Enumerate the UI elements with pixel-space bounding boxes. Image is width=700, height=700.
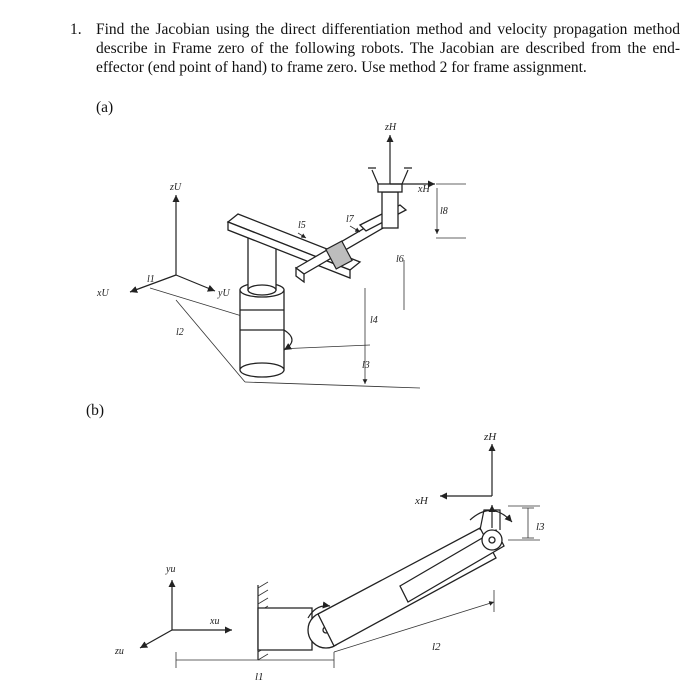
label-l1: l1: [147, 274, 155, 285]
question-block: 1. Find the Jacobian using the direct di…: [70, 20, 680, 77]
robot-b-end-frame: zH xH: [414, 431, 497, 507]
robot-a-diagram: zU xU yU l1 l2: [96, 122, 466, 389]
robot-a-column: [239, 234, 293, 378]
label-l3: l3: [362, 360, 370, 371]
part-a-label: (a): [96, 99, 114, 116]
robot-b-base-frame: yu xu zu: [114, 564, 232, 657]
label-l8: l8: [440, 206, 448, 217]
label-xu: xu: [209, 616, 219, 627]
label-l4: l4: [370, 315, 378, 326]
label-xU: xU: [96, 288, 109, 299]
robot-b-link2: [317, 505, 513, 647]
label-l2-b: l2: [432, 641, 441, 653]
question-text: Find the Jacobian using the direct diffe…: [96, 21, 680, 76]
part-b-label: (b): [86, 402, 105, 419]
robot-a-base-frame: zU xU yU: [96, 182, 230, 299]
robot-b-diagram: yu xu zu zH: [114, 431, 545, 683]
label-l2: l2: [176, 327, 184, 338]
label-zH: zH: [384, 122, 397, 133]
label-yu: yu: [165, 564, 175, 575]
label-zU: zU: [169, 182, 182, 193]
robot-b-dim-l3: l3: [508, 505, 545, 541]
robot-a-arm: [226, 204, 408, 284]
robot-a-wrist: zH xH: [368, 122, 435, 229]
label-yU: yU: [217, 288, 230, 299]
label-zH-b: zH: [483, 431, 497, 443]
label-l5: l5: [298, 220, 306, 231]
label-xH: xH: [417, 184, 430, 195]
label-xH-b: xH: [414, 495, 429, 507]
question-number: 1.: [70, 21, 82, 38]
label-l3-b: l3: [536, 521, 545, 533]
label-l6: l6: [396, 254, 404, 265]
label-l1-b: l1: [255, 671, 264, 683]
label-zu: zu: [114, 646, 124, 657]
label-l7: l7: [346, 214, 355, 225]
